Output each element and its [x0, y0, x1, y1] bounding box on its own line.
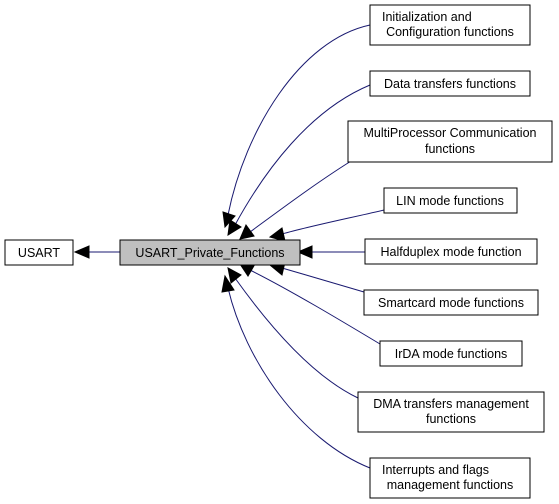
- node-usart-label: USART: [18, 246, 61, 260]
- node-multiprocessor[interactable]: MultiProcessor Communication functions: [347, 120, 553, 163]
- edge-irq-to-private: [227, 287, 371, 469]
- node-halfduplex[interactable]: Halfduplex mode function: [364, 238, 538, 265]
- edges: [86, 24, 385, 469]
- node-lin-mode[interactable]: LIN mode functions: [383, 187, 518, 214]
- arrowheads: [73, 211, 313, 293]
- node-dma-transfers-label-line1: DMA transfers management: [373, 397, 529, 411]
- node-interrupts-flags-label-line1: Interrupts and flags: [382, 463, 489, 477]
- node-smartcard[interactable]: Smartcard mode functions: [363, 289, 539, 316]
- node-multiprocessor-label-line1: MultiProcessor Communication: [364, 126, 537, 140]
- node-lin-mode-label: LIN mode functions: [396, 194, 504, 208]
- arrowhead-usart: [73, 245, 90, 259]
- node-private-functions: USART_Private_Functions: [119, 239, 301, 266]
- node-dma-transfers[interactable]: DMA transfers management functions: [357, 391, 545, 433]
- edge-data-to-private: [234, 84, 371, 226]
- node-multiprocessor-label-line2: functions: [425, 142, 475, 156]
- node-irda[interactable]: IrDA mode functions: [379, 340, 523, 367]
- node-init-config-label-line1: Initialization and: [382, 10, 472, 24]
- arrowhead-irq: [221, 274, 235, 293]
- node-interrupts-flags-label-line2: management functions: [387, 478, 513, 492]
- node-usart[interactable]: USART: [4, 239, 74, 266]
- edge-dma-to-private: [234, 277, 359, 399]
- node-init-config[interactable]: Initialization and Configuration functio…: [369, 4, 531, 46]
- arrowhead-data: [227, 219, 242, 236]
- node-data-transfers[interactable]: Data transfers functions: [369, 70, 531, 97]
- edge-smartcard-to-private: [281, 267, 365, 293]
- arrowhead-halfduplex: [296, 245, 313, 259]
- node-interrupts-flags[interactable]: Interrupts and flags management function…: [369, 457, 531, 499]
- edge-init-to-private: [227, 24, 371, 216]
- arrowhead-multiproc: [239, 223, 255, 240]
- node-irda-label: IrDA mode functions: [395, 347, 508, 361]
- node-dma-transfers-label-line2: functions: [426, 412, 476, 426]
- node-smartcard-label: Smartcard mode functions: [378, 296, 524, 310]
- edge-lin-to-private: [281, 209, 385, 235]
- arrowhead-lin: [268, 227, 286, 242]
- arrowhead-irda: [239, 263, 256, 277]
- node-init-config-label-line2: Configuration functions: [386, 25, 514, 39]
- edge-multiproc-to-private: [249, 157, 357, 233]
- arrowhead-dma: [227, 267, 242, 284]
- node-private-functions-label: USART_Private_Functions: [135, 246, 284, 260]
- node-halfduplex-label: Halfduplex mode function: [380, 245, 521, 259]
- node-data-transfers-label: Data transfers functions: [384, 77, 516, 91]
- edge-irda-to-private: [249, 269, 381, 345]
